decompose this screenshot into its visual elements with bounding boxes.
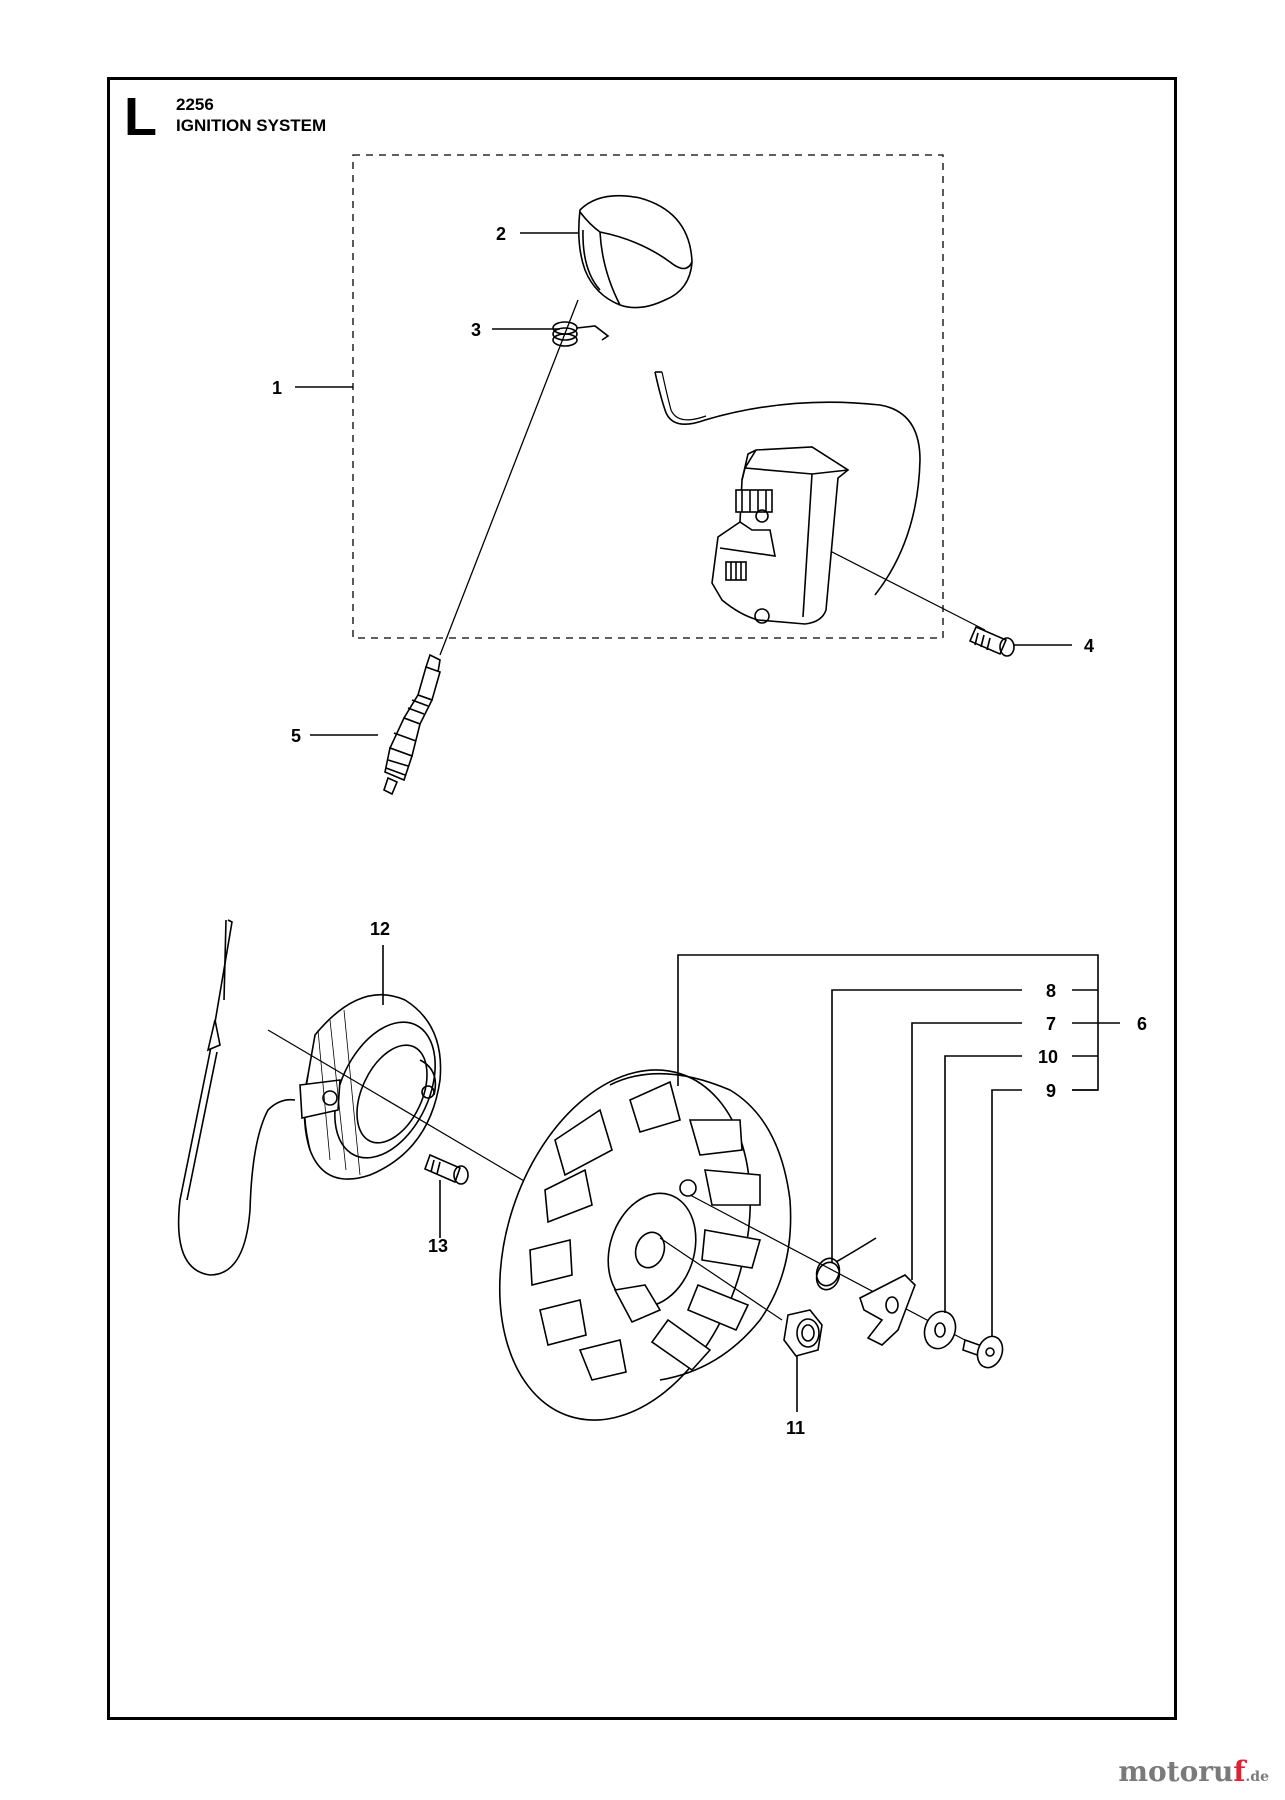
callout-13: 13 (428, 1236, 448, 1256)
callout-11: 11 (786, 1418, 805, 1438)
callout-1: 1 (272, 378, 282, 398)
callout-5: 5 (291, 726, 301, 746)
spark-plug (383, 653, 441, 796)
watermark-brand: motoru (1118, 1755, 1234, 1788)
leader-7 (911, 1022, 1022, 1280)
washer (923, 1310, 957, 1350)
spring-clip (552, 321, 610, 347)
callout-bracket-6 (677, 954, 1120, 1091)
diagram-title: IGNITION SYSTEM (176, 116, 327, 135)
screw-13 (423, 1153, 469, 1185)
spark-plug-boot (578, 194, 693, 309)
leader-8 (831, 989, 1022, 1262)
callout-12: 12 (370, 919, 390, 939)
ignition-wire (654, 371, 921, 596)
callout-6: 6 (1137, 1014, 1147, 1034)
screw-4 (968, 625, 1015, 657)
flywheel-nut (783, 1309, 823, 1357)
circlip (815, 1237, 877, 1291)
watermark-tld: .de (1245, 1769, 1269, 1785)
diagram-frame (107, 77, 1177, 1720)
callout-3: 3 (471, 320, 481, 340)
ignition-coil-ring (299, 993, 442, 1180)
watermark-logo: motoruf.de (1118, 1755, 1269, 1788)
starter-pawl (859, 1274, 916, 1346)
callout-8: 8 (1046, 981, 1056, 1001)
callout-9: 9 (1046, 1081, 1056, 1101)
leader-10 (944, 1055, 1022, 1313)
callout-4: 4 (1084, 636, 1094, 656)
callout-2: 2 (496, 224, 506, 244)
assembly-box (352, 154, 944, 639)
shoulder-screw (962, 1335, 1004, 1369)
callout-7: 7 (1046, 1014, 1056, 1034)
flywheel (498, 1069, 792, 1421)
callout-10: 10 (1038, 1047, 1058, 1067)
flywheel-axis (659, 1237, 783, 1321)
leader-9 (991, 1089, 1022, 1336)
ignition-module (711, 446, 850, 625)
watermark-accent: f (1233, 1755, 1246, 1788)
coil-axis (267, 1029, 537, 1189)
section-letter: L (124, 87, 157, 147)
diagram-number: 2256 (176, 95, 214, 114)
ignition-coil-wire (177, 919, 296, 1276)
ignition-lead-axis (439, 299, 579, 656)
